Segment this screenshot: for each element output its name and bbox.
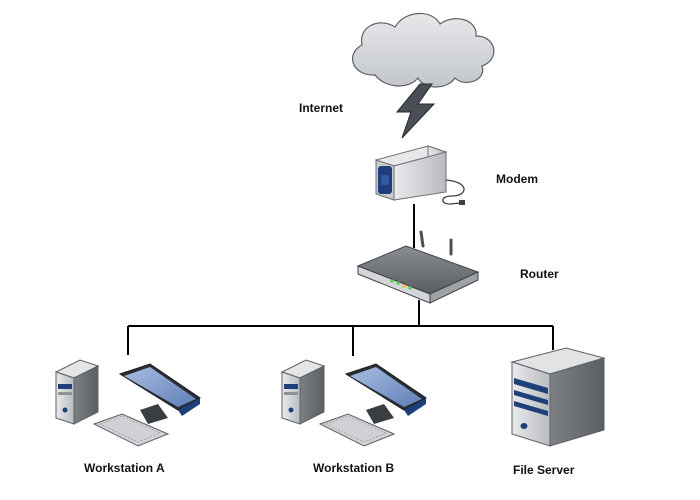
internet-label: Internet	[299, 101, 344, 115]
workstation-b-icon	[280, 359, 427, 447]
connection-lines	[127, 204, 554, 356]
router-label: Router	[520, 267, 559, 281]
modem-label: Modem	[496, 172, 538, 186]
router-icon	[356, 230, 480, 304]
server-tower-icon	[510, 347, 606, 447]
workstation-b-label: Workstation B	[313, 461, 395, 475]
cloud-icon	[352, 12, 495, 88]
file-server-label: File Server	[513, 463, 575, 477]
lightning-bolt-icon	[395, 83, 436, 139]
workstation-a-label: Workstation A	[84, 461, 165, 475]
modem-icon	[374, 145, 465, 205]
workstation-a-icon	[54, 359, 201, 447]
